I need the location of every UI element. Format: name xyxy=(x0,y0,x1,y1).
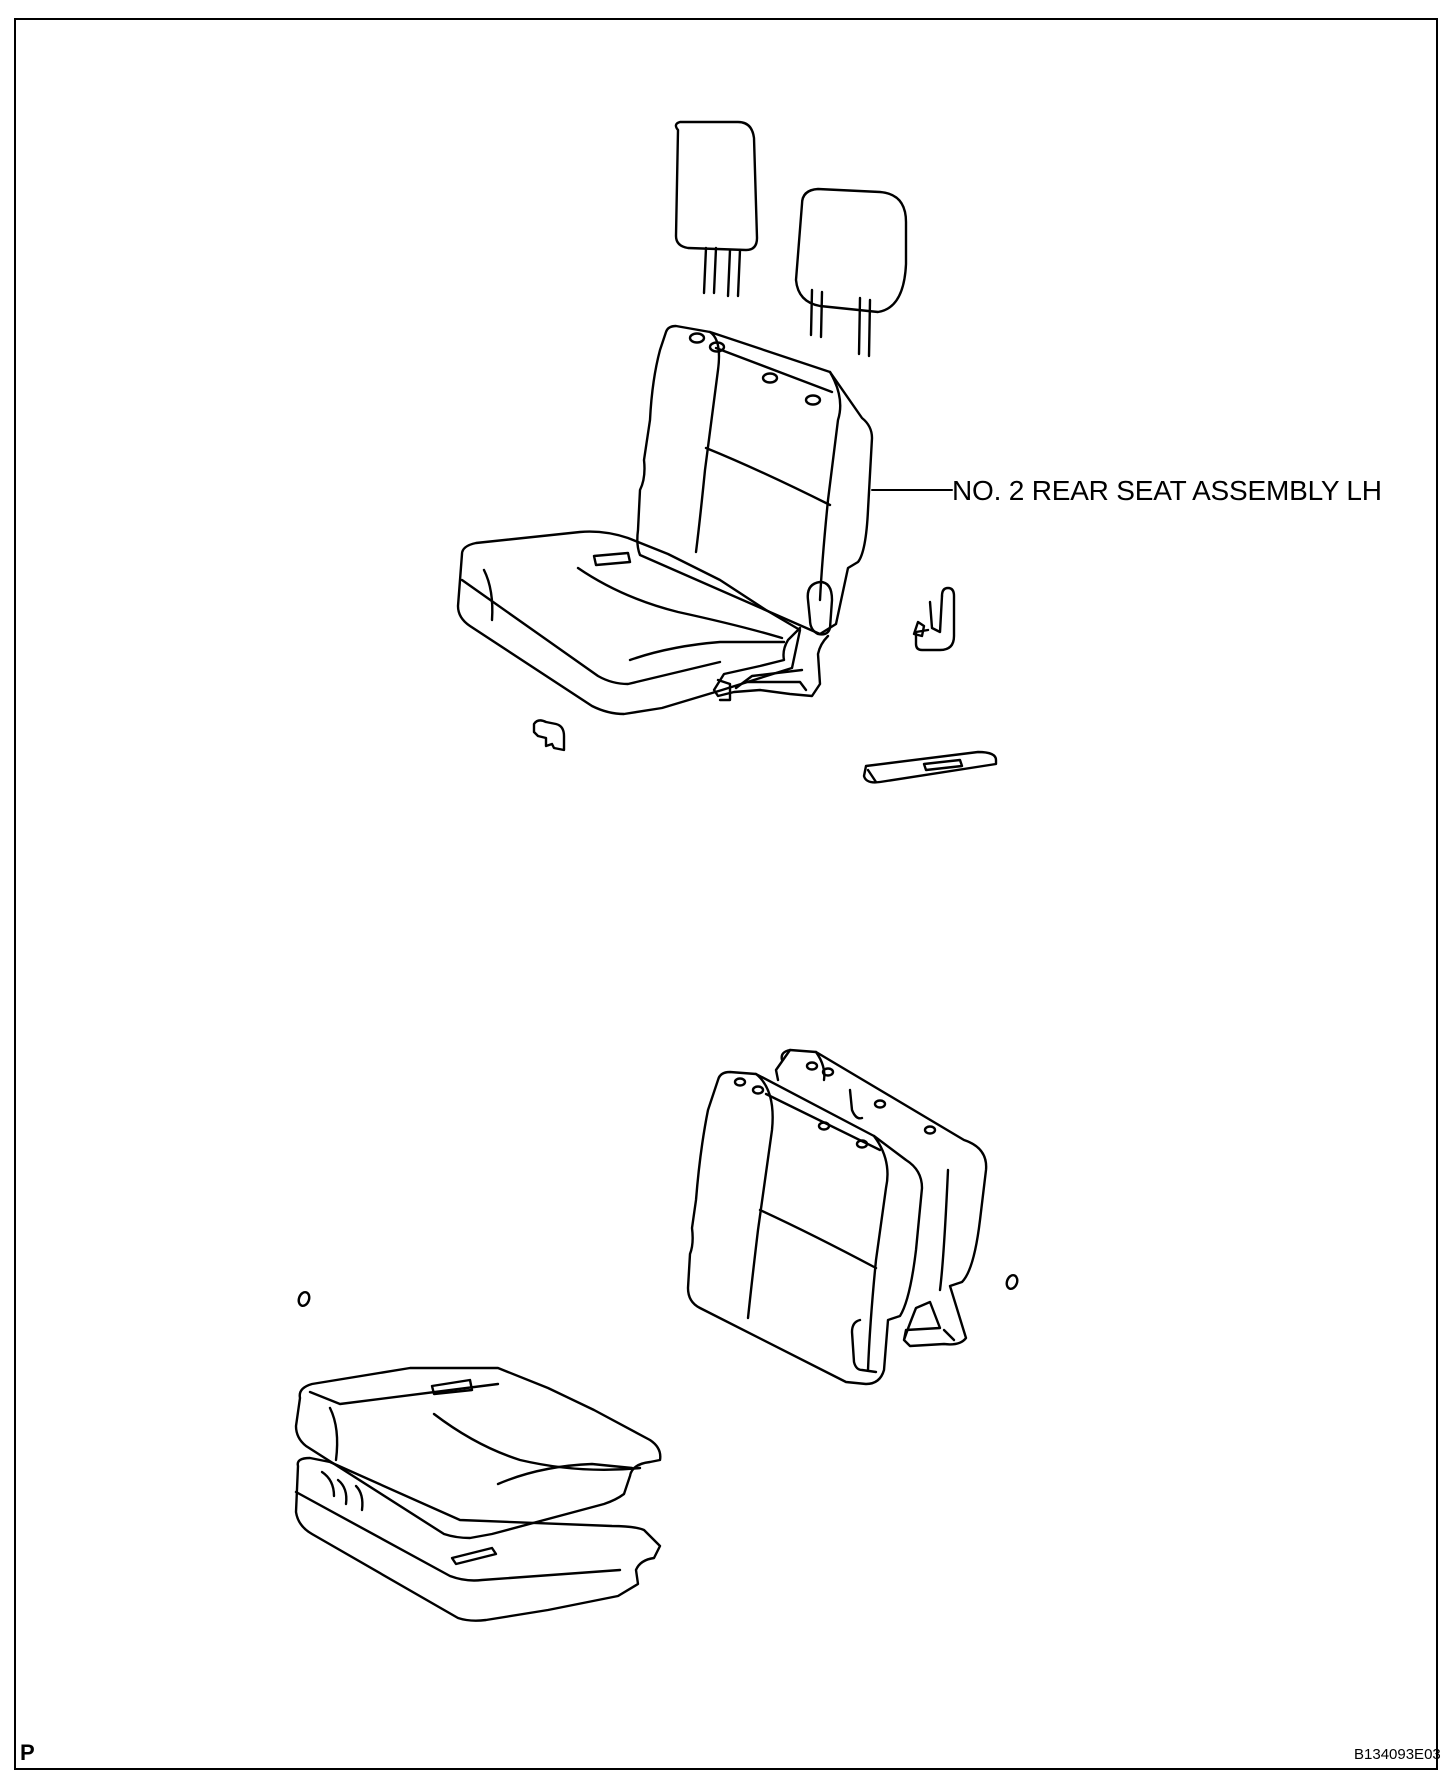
headrest-right xyxy=(794,187,908,358)
ring-right xyxy=(1005,1274,1019,1290)
seat-cushion-pad-exploded xyxy=(294,1456,662,1622)
hook-bracket-right xyxy=(912,586,956,652)
diagram-frame xyxy=(14,18,1438,1770)
seat-cushion-top-exploded xyxy=(294,1366,662,1540)
seat-back-assembled xyxy=(636,324,874,636)
clip-left xyxy=(532,719,566,752)
seat-hinge-bracket xyxy=(712,580,834,702)
figure-id: B134093E03 xyxy=(1354,1746,1441,1763)
callout-label-no2-rear-seat-assembly-lh: NO. 2 REAR SEAT ASSEMBLY LH xyxy=(952,475,1382,506)
ring-left xyxy=(297,1291,311,1307)
headrest-left xyxy=(674,120,759,298)
seat-back-front-exploded xyxy=(686,1070,924,1386)
seat-back-rear-exploded xyxy=(774,1048,988,1348)
corner-mark: P xyxy=(20,1740,35,1765)
seat-cushion-assembled xyxy=(456,530,802,716)
cover-plate xyxy=(862,750,998,784)
